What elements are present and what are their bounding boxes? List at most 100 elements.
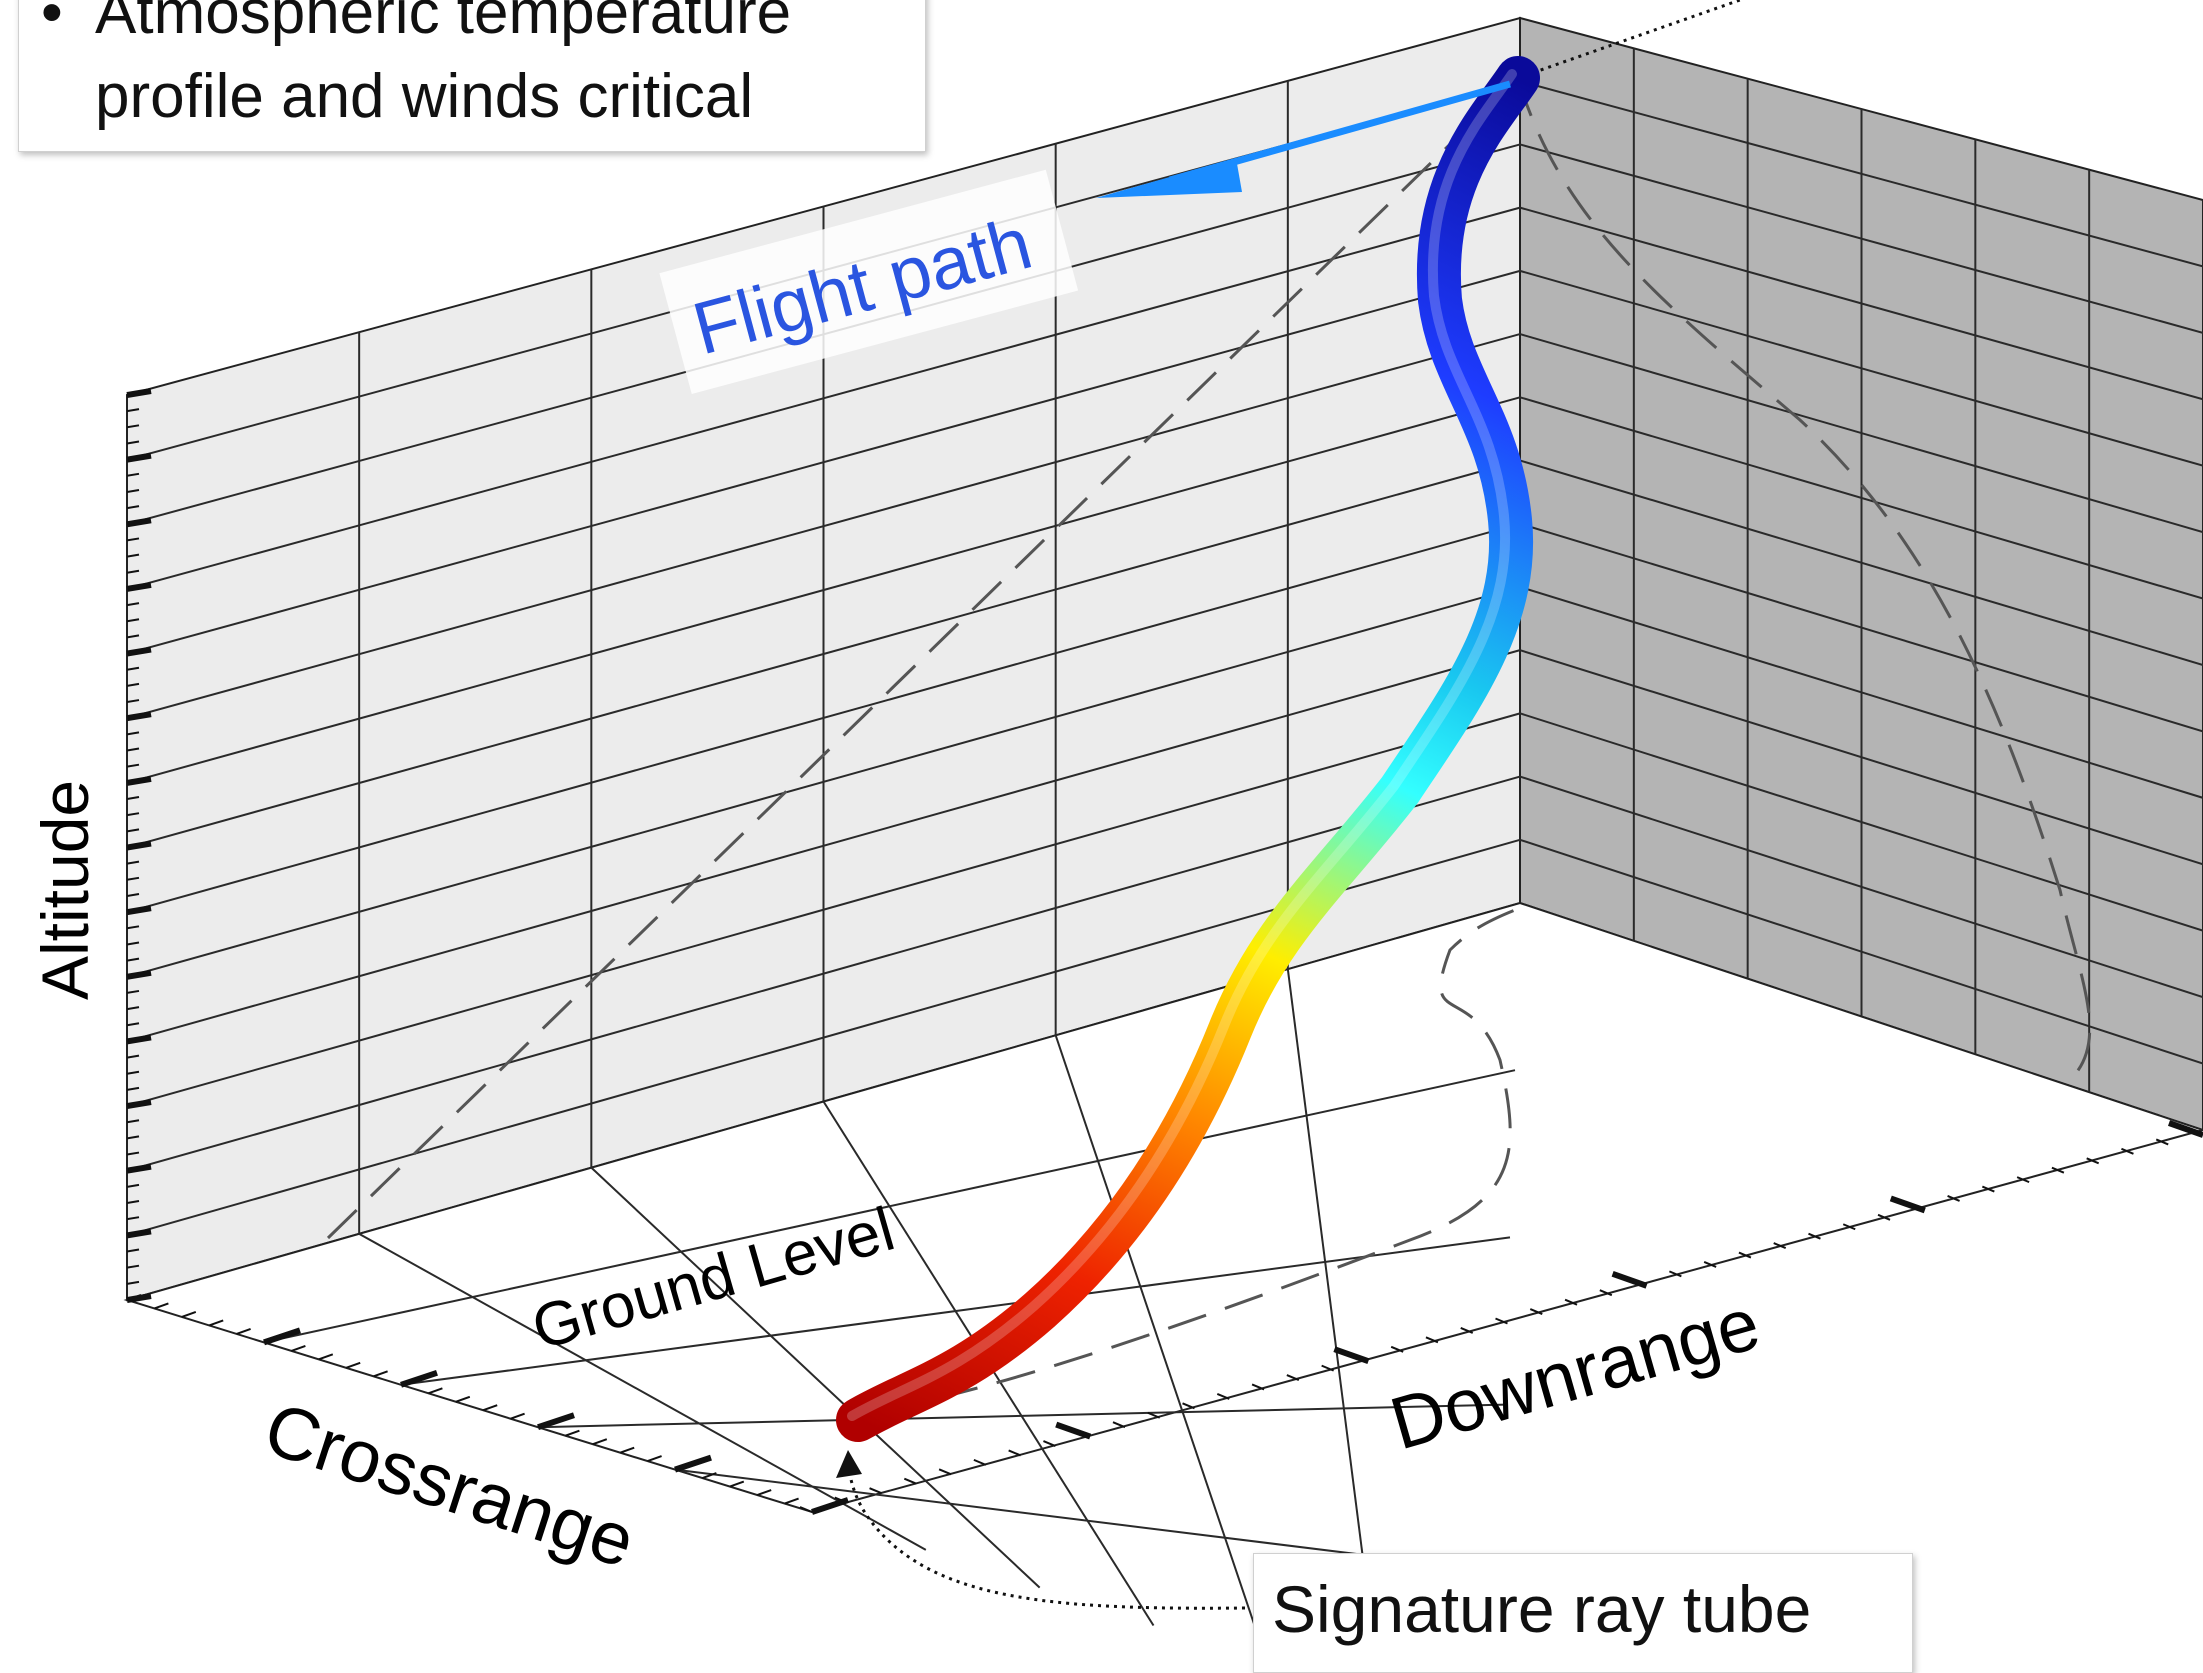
altitude-tick	[126, 1264, 140, 1269]
altitude-tick	[126, 618, 140, 623]
altitude-tick	[126, 763, 140, 768]
crossrange-tick	[373, 1370, 388, 1378]
downrange-tick	[1425, 1336, 1439, 1344]
altitude-tick	[126, 1228, 152, 1239]
downrange-tick	[1668, 1270, 1682, 1278]
crossrange-tick	[674, 1454, 712, 1473]
downrange-tick	[1112, 1421, 1126, 1429]
altitude-tick	[126, 1034, 152, 1045]
downrange-tick	[1981, 1185, 1995, 1193]
downrange-tick	[1333, 1346, 1370, 1365]
altitude-tick	[126, 472, 140, 477]
crossrange-tick	[154, 1302, 169, 1310]
downrange-tick	[1703, 1261, 1717, 1268]
projection-floor	[879, 908, 1516, 1412]
altitude-tick	[126, 505, 140, 510]
altitude-tick	[126, 452, 152, 463]
altitude-tick	[126, 1119, 140, 1124]
downrange-tick	[1599, 1289, 1613, 1297]
floor-crossrange-line	[537, 1403, 1506, 1429]
projection-side-wall	[1516, 77, 2092, 1082]
crossrange-tick	[811, 1497, 849, 1515]
downrange-tick	[1564, 1298, 1578, 1306]
bottom-leader-arrowhead	[836, 1450, 862, 1478]
downrange-tick	[1182, 1402, 1195, 1410]
downrange-tick	[973, 1458, 987, 1466]
altitude-tick	[126, 1183, 140, 1188]
altitude-tick	[126, 634, 140, 639]
altitude-tick	[126, 517, 152, 528]
downrange-tick	[903, 1477, 917, 1485]
altitude-tick	[126, 440, 140, 445]
altitude-tick	[126, 876, 140, 881]
downrange-tick	[1773, 1242, 1787, 1250]
downrange-tick	[869, 1487, 882, 1495]
crossrange-tick	[428, 1387, 443, 1395]
crossrange-tick	[702, 1472, 717, 1480]
downrange-tick	[1216, 1392, 1230, 1400]
crossrange-tick	[291, 1344, 306, 1352]
floor-crossrange-line	[400, 1236, 1511, 1386]
ray-tube-highlight	[847, 69, 1517, 1421]
altitude-tick	[126, 1216, 140, 1221]
downrange-tick	[1889, 1195, 1926, 1214]
downrange-tick	[1008, 1449, 1022, 1457]
altitude-tick	[126, 1163, 152, 1174]
callout-signature-ray-tube: Signature ray tube	[1253, 1553, 1913, 1673]
floor-downrange-line	[590, 1166, 1041, 1589]
downrange-tick	[1251, 1383, 1265, 1391]
altitude-tick	[126, 1086, 140, 1091]
downrange-tick	[834, 1496, 848, 1504]
downrange-tick	[1147, 1411, 1161, 1419]
crossrange-tick	[482, 1404, 498, 1412]
altitude-tick	[126, 989, 140, 994]
crossrange-tick	[537, 1412, 575, 1431]
altitude-tick	[126, 905, 152, 916]
altitude-tick	[126, 581, 152, 592]
crossrange-tick	[784, 1497, 799, 1505]
downrange-tick	[2086, 1157, 2100, 1165]
crossrange-tick	[208, 1319, 224, 1327]
floor-downrange-line	[1054, 1035, 1265, 1651]
altitude-tick	[126, 388, 152, 398]
axis-ticks	[126, 388, 2203, 1515]
altitude-tick	[126, 925, 140, 930]
altitude-tick	[126, 553, 140, 558]
crossrange-tick	[318, 1353, 334, 1361]
altitude-axis-label: Altitude	[28, 780, 102, 1000]
downrange-tick	[1043, 1440, 1056, 1447]
callout-atmospheric: •Atmospheric temperature profile and win…	[18, 0, 926, 152]
altitude-tick	[126, 682, 140, 687]
callout-line-2: profile and winds critical	[95, 62, 754, 131]
altitude-tick	[126, 957, 140, 962]
crossrange-tick	[400, 1369, 438, 1388]
crossrange-tick	[126, 1294, 142, 1301]
altitude-tick	[126, 537, 140, 542]
crossrange-tick	[236, 1327, 251, 1335]
crossrange-tick	[592, 1438, 608, 1446]
grid-lines	[126, 48, 2203, 1651]
downrange-tick	[1321, 1364, 1335, 1372]
downrange-tick	[1286, 1374, 1300, 1381]
downrange-tick	[2016, 1176, 2030, 1184]
crossrange-tick	[647, 1455, 662, 1463]
downrange-tick	[2155, 1138, 2169, 1146]
altitude-tick	[126, 569, 140, 574]
floor-crossrange-line	[263, 1069, 1516, 1344]
bottom-leader-dots	[846, 1461, 1246, 1610]
crossrange-tick	[510, 1412, 525, 1420]
crossrange-tick	[345, 1361, 361, 1369]
downrange-tick	[1611, 1270, 1648, 1289]
altitude-tick	[126, 1200, 140, 1205]
projection-back-wall	[326, 76, 1520, 1240]
altitude-tick	[126, 699, 140, 704]
crossrange-tick	[181, 1311, 197, 1318]
downrange-tick	[1460, 1327, 1474, 1334]
altitude-tick	[126, 1022, 140, 1027]
crossrange-tick	[565, 1429, 580, 1437]
downrange-tick	[1808, 1232, 1821, 1240]
flight-path-label-box	[659, 169, 1079, 394]
altitude-tick	[126, 812, 140, 817]
downrange-tick	[799, 1506, 813, 1513]
